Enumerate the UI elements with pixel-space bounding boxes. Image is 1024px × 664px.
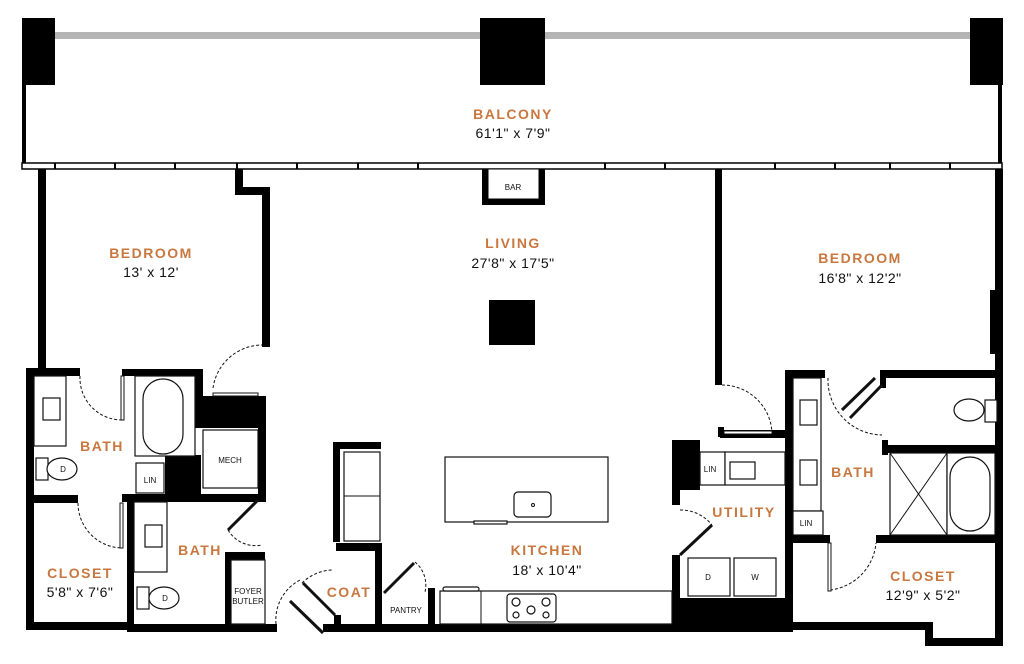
linen-closet <box>792 510 824 536</box>
sink-icon <box>799 459 818 486</box>
washer <box>733 557 777 597</box>
sink-icon <box>144 524 163 548</box>
linen-label: LIN <box>704 465 717 474</box>
pillar <box>970 18 1003 85</box>
room-name-bath-middle: BATH <box>178 542 222 558</box>
bar-label: BAR <box>505 183 522 192</box>
window-wall <box>21 162 1003 170</box>
room-size-closet-right: 12'9" x 5'2" <box>886 587 961 603</box>
linen-label: LIN <box>800 519 813 528</box>
sink-icon <box>799 399 818 426</box>
room-size-living: 27'8" x 17'5" <box>471 255 554 271</box>
room-size-kitchen: 18' x 10'4" <box>512 562 582 578</box>
sink-icon <box>729 461 756 480</box>
foyer-butler <box>230 559 266 625</box>
room-name-kitchen: KITCHEN <box>511 542 584 558</box>
toilet-icon <box>46 457 78 481</box>
sink-icon <box>513 491 552 518</box>
toilet-tank <box>35 457 49 481</box>
room-size-closet-left: 5'8" x 7'6" <box>47 584 114 600</box>
room-name-balcony: BALCONY <box>473 106 553 122</box>
room-size-balcony: 61'1" x 7'9" <box>476 125 551 141</box>
bathtub-icon <box>142 378 184 455</box>
mech-room <box>202 429 259 489</box>
foyer-label: FOYER <box>234 587 262 596</box>
dryer-label: D <box>705 573 711 582</box>
balcony-rail <box>545 32 970 39</box>
pantry-label: PANTRY <box>390 606 422 615</box>
room-name-closet-right: CLOSET <box>890 568 956 584</box>
column <box>489 300 535 345</box>
vanity <box>792 377 822 512</box>
balcony-rail <box>55 32 480 39</box>
linen-closet <box>135 462 165 494</box>
pillar <box>480 18 545 85</box>
room-name-bedroom-left: BEDROOM <box>109 245 193 261</box>
shower <box>889 452 948 536</box>
room-name-coat: COAT <box>327 584 372 600</box>
fixtures <box>33 375 998 625</box>
room-name-bedroom-right: BEDROOM <box>818 250 902 266</box>
sink-icon <box>42 397 61 421</box>
balcony <box>22 18 1003 165</box>
toilet-label: D <box>162 594 168 603</box>
room-name-closet-left: CLOSET <box>47 565 113 581</box>
walls <box>26 168 1003 646</box>
room-name-living: LIVING <box>485 235 541 251</box>
dishwasher <box>473 520 508 525</box>
mech-label: MECH <box>218 456 242 465</box>
pillar <box>22 18 55 85</box>
cooktop-icon <box>506 593 557 623</box>
room-name-bath-left: BATH <box>80 438 124 454</box>
room-size-bedroom-left: 13' x 12' <box>123 264 179 280</box>
dryer <box>687 557 731 597</box>
washer-label: W <box>751 573 759 582</box>
butler-label: BUTLER <box>232 597 264 606</box>
room-size-bedroom-right: 16'8" x 12'2" <box>818 270 901 286</box>
toilet-tank <box>984 399 998 423</box>
room-name-bath-right: BATH <box>831 464 875 480</box>
toilet-tank <box>136 586 150 610</box>
doors <box>77 344 884 635</box>
toilet-icon <box>148 586 180 610</box>
room-name-utility: UTILITY <box>712 504 775 520</box>
linen-label: LIN <box>144 476 157 485</box>
small-labels: BAR MECH LIN LIN LIN FOYER BUTLER PANTRY… <box>60 183 812 615</box>
toilet-icon <box>953 398 985 422</box>
room-labels: BALCONY 61'1" x 7'9" BEDROOM 13' x 12' L… <box>47 106 961 603</box>
toilet-label: D <box>60 465 66 474</box>
bathtub-icon <box>949 456 991 532</box>
